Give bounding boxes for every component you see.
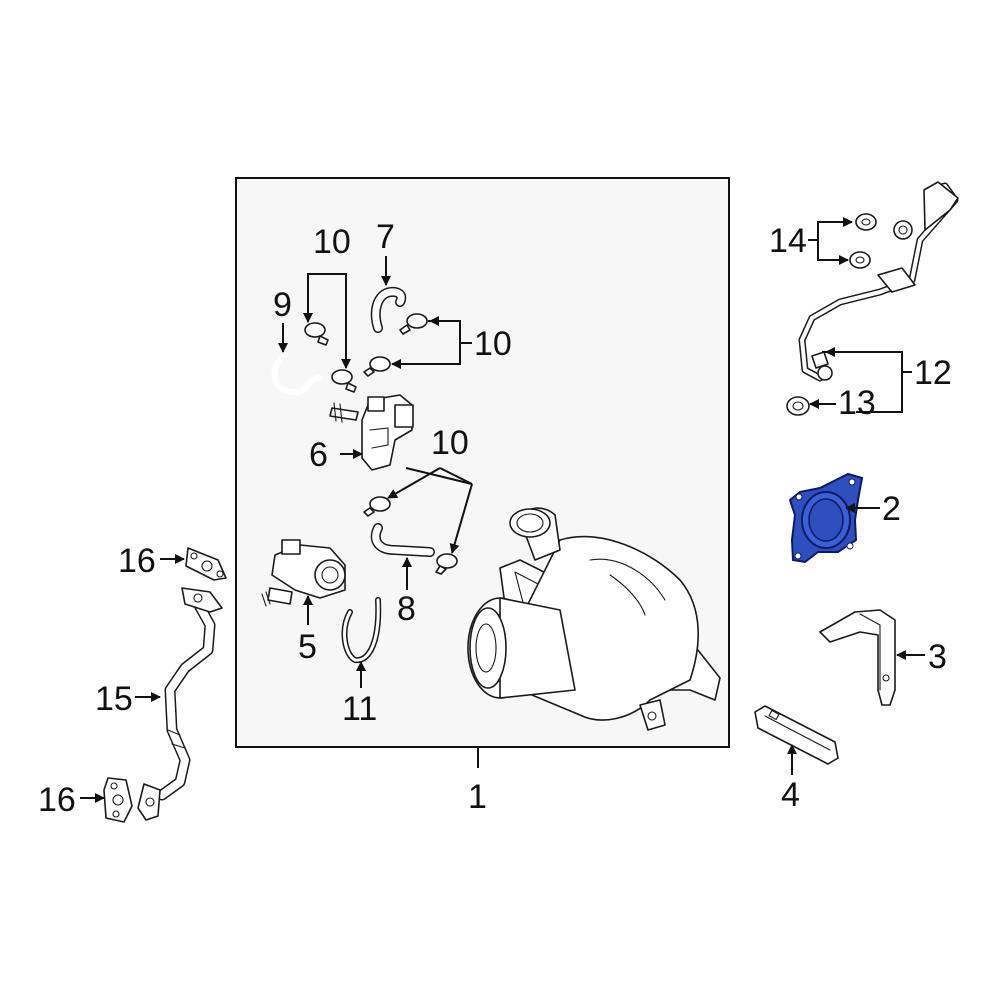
- callout-16-top: 16: [118, 542, 156, 580]
- callout-10-right: 10: [474, 325, 512, 363]
- callout-labels: 1 2 3 4 5 6 7 8 9 10 10 10 11 12 13 14 1…: [38, 218, 952, 819]
- callout-8: 8: [397, 590, 416, 628]
- leader-lines: [80, 217, 925, 803]
- heat-shield-3-drawing: [819, 609, 896, 706]
- hoses-and-clamps-drawing: [271, 286, 458, 664]
- gasket-16-bottom-drawing: [103, 777, 133, 823]
- callout-16-bottom: 16: [38, 781, 76, 819]
- callout-3: 3: [928, 638, 947, 676]
- callout-6: 6: [309, 436, 328, 474]
- callout-13: 13: [838, 384, 876, 422]
- callout-9: 9: [273, 286, 292, 324]
- callout-5: 5: [298, 628, 317, 666]
- gasket-16-top-drawing: [185, 547, 227, 581]
- callout-14: 14: [769, 222, 807, 260]
- callout-15: 15: [95, 680, 133, 718]
- solenoid-valve-6-drawing: [329, 394, 414, 471]
- gasket-2-drawing: [788, 472, 864, 564]
- callout-1: 1: [468, 778, 487, 816]
- callout-11: 11: [342, 690, 377, 728]
- callout-10-top-left: 10: [313, 223, 351, 261]
- bracket-4-drawing: [754, 705, 839, 765]
- callout-12: 12: [914, 354, 952, 392]
- diverter-valve-5-drawing: [261, 539, 346, 607]
- turbocharger-drawing: [467, 507, 721, 731]
- callout-10-lower: 10: [431, 424, 469, 462]
- callout-2: 2: [882, 490, 901, 528]
- callout-4: 4: [781, 776, 800, 814]
- oil-return-pipe-15-drawing: [137, 587, 223, 821]
- callout-7: 7: [376, 218, 395, 256]
